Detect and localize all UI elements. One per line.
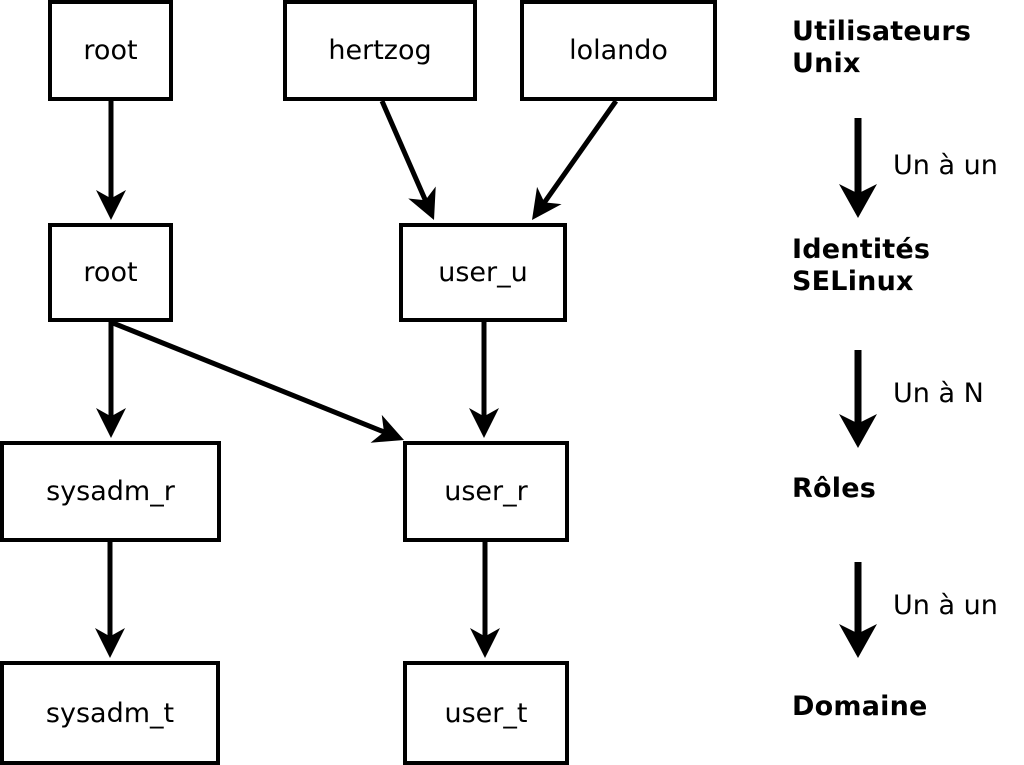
legend-arrow-la1 [839, 118, 877, 218]
node-label: lolando [569, 35, 668, 66]
node-dom_sysadm_t[interactable]: sysadm_t [0, 661, 220, 765]
edge-id_root-to-role_sysadm_r [96, 322, 126, 438]
edge-id_root-to-role_user_r [112, 320, 404, 443]
edge-id_user_u-to-role_user_r [469, 322, 499, 438]
legend-arrow-label-la3: Un à un [893, 590, 998, 621]
node-unix_lolando[interactable]: lolando [520, 0, 717, 101]
legend-arrow-la3 [839, 562, 877, 658]
node-label: sysadm_t [45, 697, 175, 729]
legend-arrow-label-la1: Un à un [893, 150, 998, 181]
edge-unix_lolando-to-id_user_u [532, 99, 619, 220]
node-label: user_r [444, 476, 528, 507]
legend-arrow-label-la2: Un à N [893, 378, 984, 409]
legend-heading-lh3: Rôles [792, 473, 876, 504]
legend-heading-lh2: Identités SELinux [792, 234, 931, 297]
node-dom_user_t[interactable]: user_t [403, 661, 569, 765]
node-id_root[interactable]: root [48, 223, 173, 322]
legend-arrow-la2 [839, 350, 877, 448]
edge-unix_hertzog-to-id_user_u [379, 99, 436, 220]
node-label: user_u [438, 257, 528, 288]
edge-unix_root-to-id_root [96, 101, 126, 220]
edge-role_user_r-to-dom_user_t [470, 542, 500, 658]
node-role_sysadm_r[interactable]: sysadm_r [0, 441, 221, 542]
node-label: hertzog [328, 35, 432, 66]
legend-heading-lh4: Domaine [792, 691, 928, 722]
node-label: user_t [444, 697, 528, 729]
node-role_user_r[interactable]: user_r [403, 441, 569, 542]
node-unix_hertzog[interactable]: hertzog [283, 0, 477, 101]
node-label: sysadm_r [46, 476, 175, 507]
node-label: root [83, 257, 138, 288]
legend-heading-lh1: Utilisateurs Unix [792, 16, 972, 79]
node-unix_root[interactable]: root [48, 0, 173, 101]
node-id_user_u[interactable]: user_u [399, 223, 567, 322]
node-label: root [83, 35, 138, 66]
edge-role_sysadm_r-to-dom_sysadm_t [95, 542, 125, 658]
